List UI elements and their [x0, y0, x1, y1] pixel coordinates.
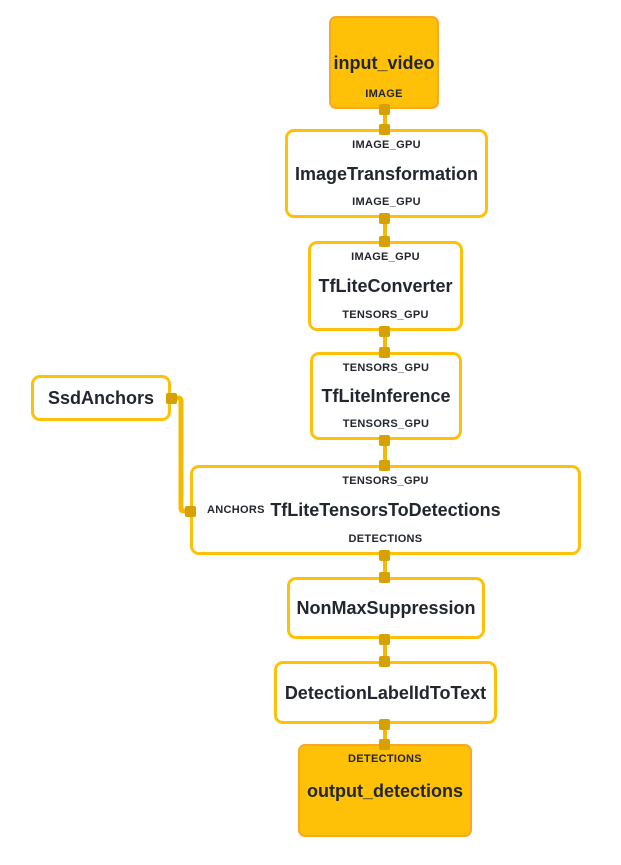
- port-input-tfliteinference: [379, 346, 390, 358]
- output-stream-label: TENSORS_GPU: [342, 309, 429, 321]
- output-stream-label: IMAGE_GPU: [352, 196, 421, 208]
- node-tflitetensorstodetections[interactable]: TENSORS_GPU TfLiteTensorsToDetections DE…: [190, 465, 581, 555]
- port-output-tflitetensorstodetections: [379, 549, 390, 561]
- port-input-tfliteconverter: [379, 235, 390, 247]
- port-output-tfliteconverter: [379, 325, 390, 337]
- edge-ssdanchors-to-tflitetensorstodetections: [171, 395, 190, 514]
- port-input-output-detections: [379, 738, 390, 750]
- node-ssdanchors[interactable]: SsdAnchors: [31, 375, 171, 421]
- output-stream-label: TENSORS_GPU: [342, 418, 430, 430]
- port-output-imagetransformation: [379, 212, 390, 224]
- node-title: TfLiteConverter: [318, 276, 453, 296]
- port-output-input-video: [379, 103, 390, 115]
- input-stream-label: DETECTIONS: [348, 753, 422, 765]
- input-stream-label: TENSORS_GPU: [342, 475, 429, 487]
- node-input-video[interactable]: input_video IMAGE: [329, 16, 439, 109]
- port-side-input-anchors: [184, 505, 196, 517]
- node-title: SsdAnchors: [47, 388, 155, 408]
- node-tfliteinference[interactable]: TENSORS_GPU TfLiteInference TENSORS_GPU: [310, 352, 462, 440]
- node-imagetransformation[interactable]: IMAGE_GPU ImageTransformation IMAGE_GPU: [285, 129, 488, 218]
- port-input-nonmaxsuppression: [379, 571, 390, 583]
- node-title: TfLiteTensorsToDetections: [270, 500, 501, 520]
- input-stream-label: TENSORS_GPU: [342, 362, 430, 374]
- port-output-tfliteinference: [379, 434, 390, 446]
- input-stream-label: IMAGE_GPU: [352, 139, 421, 151]
- port-output-nonmaxsuppression: [379, 633, 390, 645]
- node-output-detections[interactable]: DETECTIONS output_detections: [298, 744, 472, 837]
- node-title: NonMaxSuppression: [296, 598, 476, 618]
- node-title: TfLiteInference: [321, 386, 451, 406]
- node-nonmaxsuppression[interactable]: NonMaxSuppression: [287, 577, 485, 639]
- output-stream-label: DETECTIONS: [348, 533, 423, 545]
- node-title: DetectionLabelIdToText: [284, 682, 487, 703]
- port-input-imagetransformation: [379, 123, 390, 135]
- port-output-ssdanchors: [165, 392, 177, 404]
- port-input-detectionlabelidtotext: [379, 655, 390, 667]
- port-output-detectionlabelidtotext: [379, 718, 390, 730]
- node-tfliteconverter[interactable]: IMAGE_GPU TfLiteConverter TENSORS_GPU: [308, 241, 463, 331]
- side-input-stream-label: ANCHORS: [207, 504, 265, 516]
- node-detectionlabelidtotext[interactable]: DetectionLabelIdToText: [274, 661, 497, 724]
- node-title: ImageTransformation: [294, 163, 479, 184]
- port-input-tflitetensorstodetections: [379, 459, 390, 471]
- input-stream-label: IMAGE_GPU: [351, 251, 420, 263]
- node-title: output_detections: [307, 780, 463, 801]
- output-stream-label: IMAGE: [365, 88, 403, 100]
- node-title: input_video: [333, 52, 435, 73]
